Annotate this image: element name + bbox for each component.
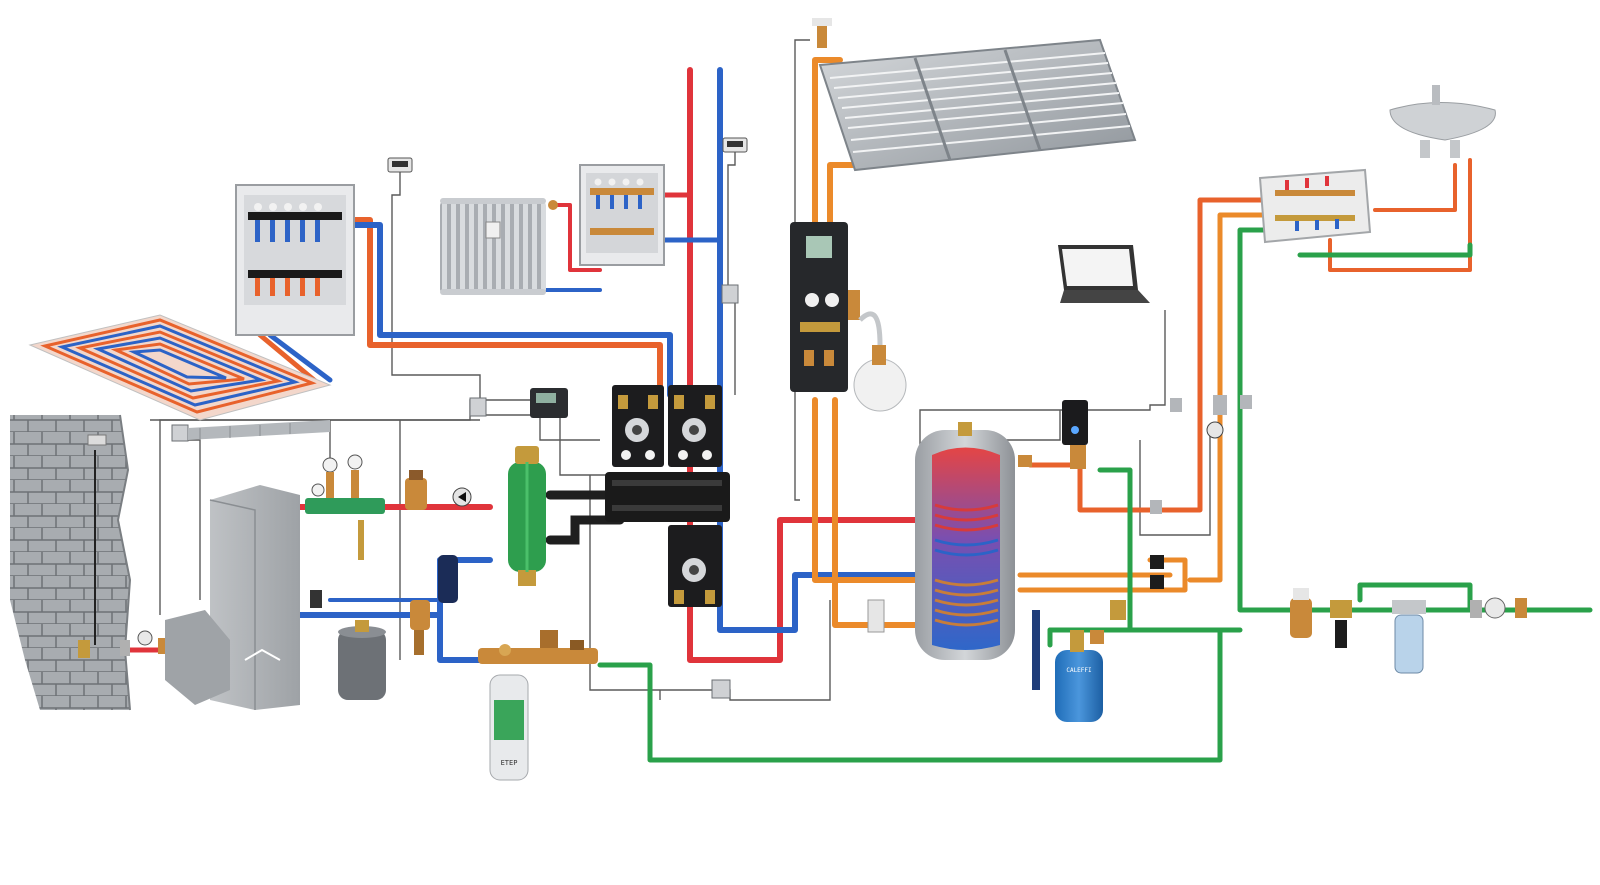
dhw-manifold-cabinet [1258, 168, 1372, 244]
hot-water-cylinder [915, 422, 1032, 660]
boiler-safety-group [305, 454, 385, 560]
electronic-mixer [1062, 400, 1088, 469]
solar-pump-station [790, 222, 860, 392]
filling-group [478, 630, 598, 664]
laptop [1058, 245, 1150, 303]
pressure-reducer [1290, 588, 1352, 648]
pump-station-2 [668, 385, 722, 467]
gas-inlet-valve [78, 630, 168, 658]
underfloor-pipes [257, 217, 673, 403]
hydraulic-separator [508, 446, 546, 586]
primary-pump-stack [438, 555, 458, 603]
solar-collector [812, 18, 1137, 172]
room-thermostat-right [722, 137, 748, 153]
pump-station-1 [612, 385, 664, 467]
water-meter [1470, 597, 1527, 619]
brick-wall [10, 414, 132, 711]
water-treatment-filter: ЕТЕР [489, 674, 529, 781]
radiator-manifold-cabinet [579, 164, 665, 266]
solar-expansion-vessel [853, 311, 907, 412]
room-thermostat-left [387, 157, 413, 173]
fittings [867, 395, 1252, 690]
system-controller [530, 388, 568, 418]
pump-station-3 [668, 525, 722, 607]
filter-brand-label: ЕТЕР [501, 759, 518, 767]
vessel-brand-label: CALEFFI [1066, 667, 1092, 674]
underfloor-manifold-cabinet [235, 184, 355, 336]
dhw-pipes [1027, 158, 1472, 583]
washbasin [1389, 85, 1496, 158]
dhw-expansion-vessel: CALEFFI [1055, 630, 1103, 722]
dirt-separator [310, 470, 472, 655]
expansion-vessel-grey [338, 620, 386, 700]
solar-pipes [812, 57, 1188, 628]
mains-filter [1392, 600, 1426, 674]
ceiling-radiant-strip [188, 420, 330, 440]
distribution-header [605, 472, 730, 522]
boiler [165, 485, 300, 710]
junction-boxes [171, 284, 739, 699]
underfloor-heating-loop [28, 314, 332, 421]
radiator [440, 198, 558, 295]
